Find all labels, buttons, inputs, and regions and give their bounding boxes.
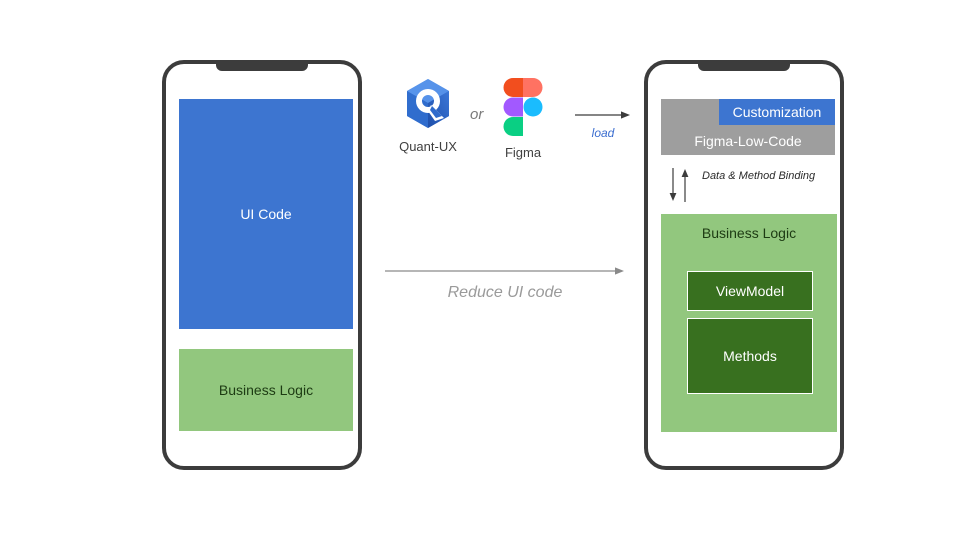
design-tools-group: Quant-UX or Figma — [388, 78, 568, 170]
data-method-binding-group: Data & Method Binding — [666, 164, 826, 206]
figma-low-code-block: Customization Figma-Low-Code — [661, 99, 835, 155]
ui-code-label: UI Code — [240, 206, 292, 222]
figma-tool: Figma — [483, 78, 563, 160]
figma-logo-icon — [503, 78, 543, 136]
left-phone-screen: UI Code Business Logic — [166, 64, 358, 466]
business-logic-block-left: Business Logic — [179, 349, 353, 431]
figma-caption: Figma — [504, 145, 542, 160]
ui-code-block: UI Code — [179, 99, 353, 329]
or-separator-label: or — [470, 106, 484, 123]
business-logic-label-left: Business Logic — [218, 382, 314, 398]
phone-notch-icon — [216, 60, 308, 71]
view-model-block: ViewModel — [687, 271, 813, 311]
quant-ux-logo-icon — [407, 79, 449, 128]
quant-ux-caption: Quant-UX — [399, 139, 457, 154]
quant-ux-tool: Quant-UX — [388, 78, 468, 154]
arrow-right-icon — [575, 111, 630, 119]
binding-label-line2: Binding — [778, 170, 816, 182]
figma-low-code-label: Figma-Low-Code — [694, 133, 802, 149]
load-arrow-group: load — [575, 108, 631, 148]
methods-label: Methods — [723, 348, 777, 364]
right-phone-frame: Customization Figma-Low-Code Data & Meth… — [644, 60, 844, 470]
business-logic-label-right: Business Logic — [701, 225, 797, 241]
methods-block: Methods — [687, 318, 813, 394]
phone-notch-icon — [698, 60, 790, 71]
view-model-label: ViewModel — [715, 283, 785, 299]
load-arrow-label: load — [591, 126, 615, 140]
right-phone-screen: Customization Figma-Low-Code Data & Meth… — [648, 64, 840, 466]
bidirectional-binding-arrows-icon — [669, 168, 689, 202]
binding-label: Data & Method Binding — [702, 169, 815, 183]
left-phone-frame: UI Code Business Logic — [162, 60, 362, 470]
business-logic-block-right: Business Logic ViewModel Methods — [661, 214, 837, 432]
reduce-ui-code-label: Reduce UI code — [447, 284, 563, 301]
binding-label-line1: Data & Method — [702, 170, 776, 182]
reduce-ui-code-arrow-group: Reduce UI code — [385, 264, 625, 314]
customization-label: Customization — [732, 104, 822, 120]
customization-block: Customization — [719, 99, 835, 125]
arrow-right-long-icon — [385, 267, 624, 275]
